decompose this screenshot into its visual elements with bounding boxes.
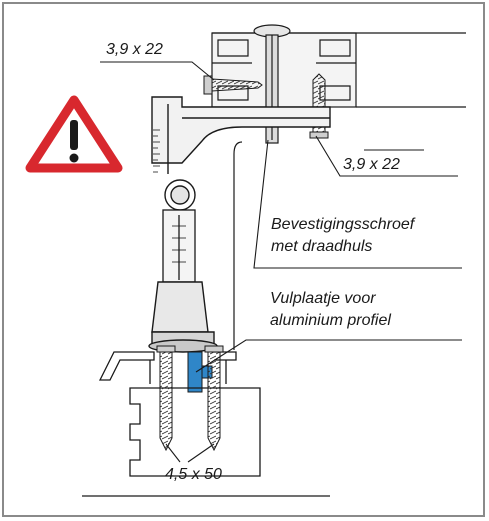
label-fixing-screw-line2: met draadhuls	[271, 238, 372, 255]
screw-top-right	[309, 73, 329, 139]
base-block	[129, 387, 261, 477]
exclamation-bar	[70, 120, 78, 150]
bracket-arm	[151, 96, 331, 174]
leader-lines	[100, 61, 462, 463]
exclamation-dot	[69, 153, 79, 163]
foot-housing	[148, 281, 218, 353]
label-shim-line2: aluminium profiel	[270, 312, 391, 329]
label-screw-top-left: 3,9 x 22	[106, 41, 163, 58]
wall-line	[233, 141, 243, 350]
label-screw-top-right: 3,9 x 22	[343, 156, 400, 173]
warning-triangle-icon	[25, 95, 123, 173]
vertical-post	[162, 209, 196, 283]
screw-top-left	[203, 75, 263, 95]
label-anchor-screws: 4,5 x 50	[165, 466, 222, 483]
label-fixing-screw-line1: Bevestigingsschroef	[271, 216, 416, 233]
label-shim-line1: Vulplaatje voor	[270, 290, 376, 307]
blue-shim	[187, 351, 213, 393]
adjust-knob	[164, 179, 196, 211]
anchor-screws	[156, 345, 224, 452]
aluminium-profile	[98, 351, 237, 384]
top-rail-profile	[211, 32, 466, 108]
